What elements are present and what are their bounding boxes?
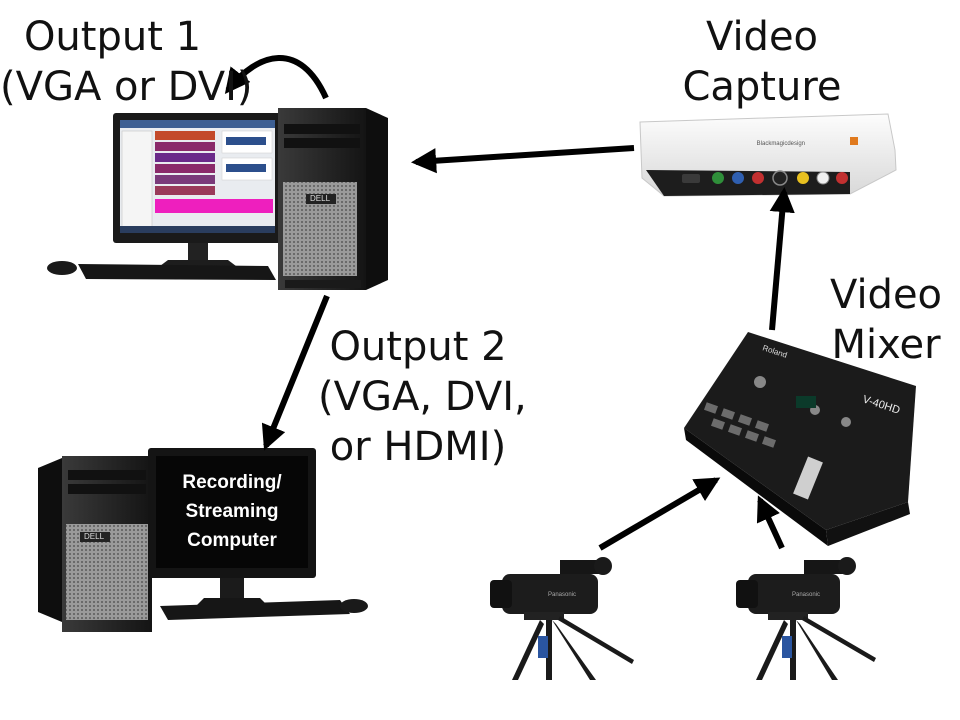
- arrow-output1-loop: [224, 55, 329, 100]
- video-mixer-label-line1: Video: [829, 272, 943, 318]
- recording-screen-line1: Recording/: [182, 472, 282, 493]
- video-mixer-label: Video Mixer: [822, 270, 950, 370]
- camera-left: [490, 557, 634, 680]
- video-mixer-device: Roland V-40HD: [684, 332, 916, 546]
- recording-screen-line2: Streaming: [185, 501, 279, 522]
- main-tower-brand: DELL: [310, 194, 331, 203]
- capture-brand-text: Blackmagicdesign: [757, 141, 805, 147]
- video-capture-label: Video Capture: [678, 12, 846, 112]
- main-monitor: [113, 113, 281, 266]
- output2-label-line2: (VGA, DVI,: [318, 374, 527, 420]
- output2-label-line1: Output 2: [329, 324, 507, 370]
- camera-left-brand: Panasonic: [548, 592, 577, 598]
- recording-computer: [38, 448, 368, 632]
- output1-label-line2: (VGA or DVI): [0, 64, 253, 110]
- recording-tower: [38, 456, 152, 632]
- video-capture-label-line1: Video: [705, 14, 819, 60]
- arrow-capture-to-computer: [410, 145, 635, 174]
- output2-label-line3: or HDMI): [329, 424, 507, 470]
- recording-tower-brand: DELL: [84, 532, 105, 541]
- recording-mouse: [340, 599, 368, 613]
- signal-arrows: [224, 55, 795, 551]
- main-keyboard: [78, 264, 276, 280]
- main-computer: [47, 108, 388, 290]
- camera-right-brand: Panasonic: [792, 592, 821, 598]
- main-tower: [278, 108, 388, 290]
- arrow-right-camera-to-mixer: [756, 495, 785, 550]
- camera-right: [736, 557, 876, 680]
- main-mouse: [47, 261, 77, 275]
- video-capture-device: Blackmagicdesign: [639, 113, 897, 197]
- output2-label: Output 2 (VGA, DVI, or HDMI): [318, 322, 527, 472]
- arrow-left-camera-to-mixer: [598, 477, 721, 551]
- arrow-mixer-to-capture: [769, 186, 795, 331]
- arrow-output2-to-recording: [261, 294, 330, 451]
- video-capture-label-line2: Capture: [682, 64, 842, 110]
- recording-screen-label: Recording/ Streaming Computer: [156, 468, 308, 555]
- output1-label: Output 1 (VGA or DVI): [0, 12, 253, 112]
- output1-label-line1: Output 1: [23, 14, 202, 60]
- video-mixer-label-line2: Mixer: [831, 322, 941, 368]
- recording-screen-line3: Computer: [187, 530, 277, 551]
- recording-monitor: [148, 448, 316, 606]
- recording-keyboard: [160, 600, 350, 620]
